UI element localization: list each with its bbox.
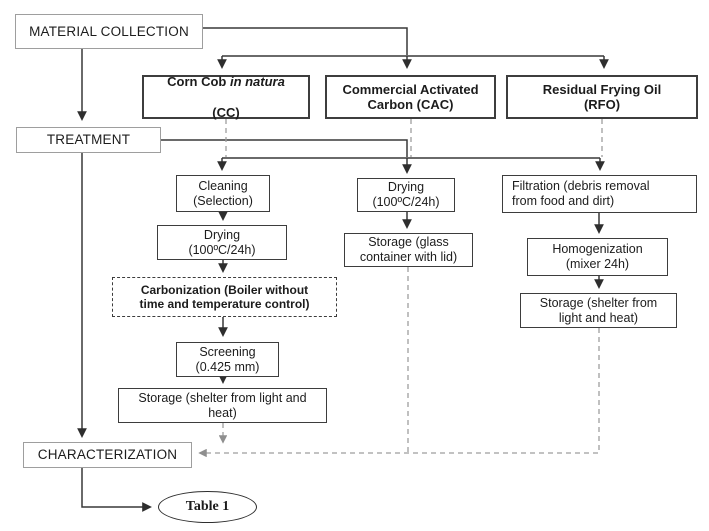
filtration-step-box: Filtration (debris removal from food and… [502,175,697,213]
cleaning-step-box: Cleaning (Selection) [176,175,270,212]
corn-cob-text: Corn Cob [167,74,230,90]
carbonization-step-box: Carbonization (Boiler without time and t… [112,277,337,317]
corn-cob-box: Corn Cob in natura (CC) [142,74,310,120]
homogenization-step-box: Homogenization (mixer 24h) [527,238,668,276]
corn-cob-label: Corn Cob in natura (CC) [167,59,285,136]
solid-connectors [77,27,609,512]
cac-drying-step-box: Drying (100ºC/24h) [357,178,455,212]
commercial-activated-carbon-box: Commercial Activated Carbon (CAC) [325,75,496,119]
corn-cob-italic-text: in natura [229,74,285,90]
treatment-box: TREATMENT [16,127,161,153]
dashed-connectors [198,119,603,458]
corn-cob-line1: Corn Cob in natura [167,74,285,89]
table-1-ellipse: Table 1 [158,491,257,523]
rfo-storage-step-box: Storage (shelter from light and heat) [520,293,677,328]
cac-storage-step-box: Storage (glass container with lid) [344,233,473,267]
cc-drying-step-box: Drying (100ºC/24h) [157,225,287,260]
characterization-box: CHARACTERIZATION [23,442,192,468]
cc-storage-step-box: Storage (shelter from light and heat) [118,388,327,423]
screening-step-box: Screening (0.425 mm) [176,342,279,377]
residual-frying-oil-box: Residual Frying Oil (RFO) [506,75,698,119]
material-collection-box: MATERIAL COLLECTION [15,14,203,49]
corn-cob-abbrev: (CC) [212,104,240,120]
